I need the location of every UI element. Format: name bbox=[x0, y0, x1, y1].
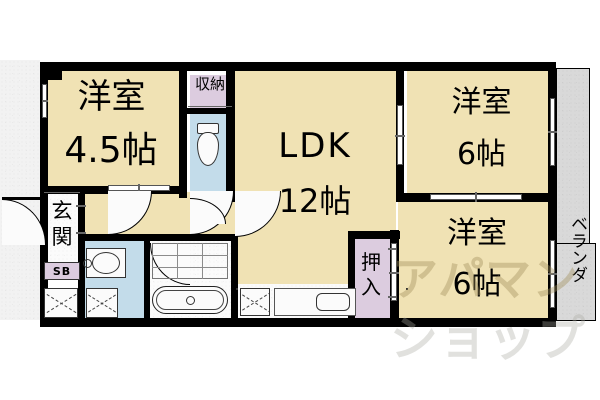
genkan-partition-mark-2 bbox=[76, 232, 86, 234]
entrance-label: 玄関 bbox=[51, 199, 73, 250]
ldk-size: 12帖 bbox=[278, 182, 352, 220]
bath-panel-gridline-h1 bbox=[152, 255, 228, 256]
wall-left bbox=[40, 62, 48, 327]
ldk-name: LDK bbox=[278, 126, 352, 166]
toilet-bowl-icon bbox=[197, 132, 219, 166]
bathtub-inner-rim bbox=[156, 290, 224, 310]
bath-panel-gridline-v1 bbox=[177, 243, 178, 279]
bedroom-6-lower-size: 6帖 bbox=[452, 267, 502, 302]
wall-bath-right bbox=[231, 234, 238, 327]
kitchen-sink-icon bbox=[316, 293, 350, 311]
balcony-label: ベランダ bbox=[567, 215, 587, 283]
balcony-area bbox=[556, 68, 590, 248]
wash-basin-icon bbox=[92, 252, 120, 274]
room-bedroom-45 bbox=[44, 71, 179, 198]
wall-ldk-left bbox=[228, 62, 235, 202]
wall-bedroom45-right bbox=[179, 62, 187, 198]
ldk-storage-xbox-icon bbox=[236, 288, 238, 290]
kitchen-cupboard-icon bbox=[240, 288, 270, 316]
wall-top bbox=[40, 62, 556, 71]
oshiire-front-mark-bottom bbox=[388, 296, 396, 298]
balcony-area-lower bbox=[556, 243, 596, 321]
door-ldk-bedroom6-lower-mullion bbox=[389, 272, 399, 274]
exterior-area-left bbox=[0, 60, 40, 320]
wall-bottom-right bbox=[390, 318, 556, 327]
bedroom-45-name: 洋室 bbox=[77, 77, 146, 117]
wall-wash-bath bbox=[144, 234, 150, 327]
bedroom-6-upper-name: 洋室 bbox=[451, 85, 512, 120]
washer-space-icon bbox=[86, 288, 118, 318]
wall-entrance-right bbox=[78, 186, 85, 327]
kitchen-counter-top bbox=[274, 288, 356, 316]
oshiire-front-mark-top bbox=[388, 248, 396, 250]
bath-panel-gridline-h2 bbox=[152, 267, 228, 268]
bedroom-6-upper-size: 6帖 bbox=[456, 137, 507, 172]
room-bedroom-6-lower bbox=[398, 202, 556, 321]
door-between-bedrooms-mullion bbox=[475, 192, 477, 202]
wall-jog-topleft bbox=[40, 62, 62, 80]
bedroom6-lower-storage-icon bbox=[406, 288, 408, 290]
closet-oshiire-label: 押入 bbox=[361, 250, 381, 299]
wall-bottom-left bbox=[40, 318, 400, 327]
door-entrance-leaf bbox=[2, 197, 48, 200]
bedroom-45-size: 4.5帖 bbox=[64, 130, 158, 171]
wall-shuno-bottom bbox=[187, 108, 234, 114]
bathtub-drain-icon bbox=[186, 296, 195, 305]
genkan-partition-mark-1 bbox=[76, 205, 86, 207]
faucet-icon bbox=[83, 259, 92, 268]
shoe-box: SB bbox=[44, 262, 80, 280]
wall-oshiire-left bbox=[348, 231, 355, 323]
wall-oshiire-top bbox=[348, 231, 400, 239]
bath-panel-gridline-v2 bbox=[202, 243, 203, 279]
wall-hall-bottom bbox=[78, 234, 236, 241]
door-bedroom45-hall-mullion bbox=[138, 184, 140, 192]
bath-wall-panel bbox=[152, 243, 228, 279]
shuno-front-mark bbox=[188, 106, 232, 108]
genkan-step-icon bbox=[44, 288, 78, 318]
storage-shuno-label: 収納 bbox=[194, 75, 225, 93]
shoe-box-label: SB bbox=[52, 264, 72, 278]
window-bedroom6-lower-mullion bbox=[548, 273, 557, 275]
window-bedroom6-upper-mullion bbox=[548, 131, 557, 133]
window-bedroom45-mullion bbox=[42, 100, 48, 102]
door-ldk-bedroom6-upper-mullion bbox=[395, 135, 405, 137]
closet-oshiire-area bbox=[352, 238, 390, 321]
room-bedroom-6-upper bbox=[407, 71, 556, 193]
genkan-partition-mark-3 bbox=[44, 192, 80, 194]
bedroom-6-lower-name: 洋室 bbox=[447, 216, 507, 251]
